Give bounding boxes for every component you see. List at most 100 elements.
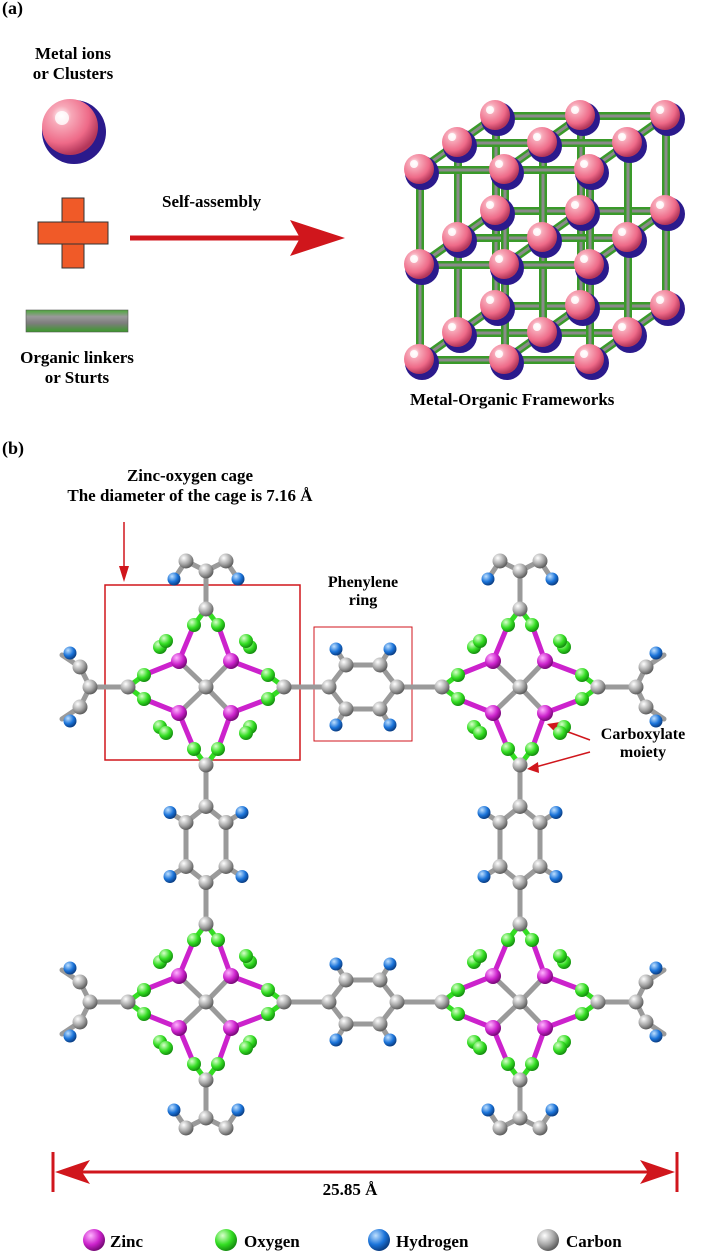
- carbon-atom: [590, 679, 606, 695]
- carbon-atom: [532, 815, 548, 830]
- oxygen-atom: [137, 692, 151, 706]
- legend-oxygen-sphere: [215, 1229, 237, 1251]
- oxygen-atom: [187, 933, 201, 947]
- oxygen-atom: [501, 933, 515, 947]
- hydrogen-atom: [649, 961, 663, 975]
- bond-layer: [59, 558, 667, 1131]
- phenylene-label-line1: Phenylene: [327, 574, 399, 591]
- carbon-atom: [512, 757, 528, 773]
- phenylene-box: [313, 626, 413, 742]
- hydrogen-atom: [383, 642, 397, 656]
- hydrogen-atom: [235, 870, 249, 883]
- zinc-atom: [485, 653, 501, 669]
- hydrogen-atom: [235, 806, 249, 819]
- oxygen-atom: [473, 949, 487, 963]
- carbon-atom: [532, 553, 548, 569]
- carbon-atom: [198, 875, 214, 890]
- carbon-atom: [198, 563, 214, 579]
- carbon-atom: [198, 994, 214, 1010]
- framework-metal-node: [574, 154, 609, 190]
- carbon-atom: [389, 994, 405, 1010]
- organic-linkers-label-line2: or Sturts: [44, 368, 110, 387]
- hydrogen-atom: [329, 1033, 343, 1047]
- oxygen-atom: [261, 692, 275, 706]
- carboxylate-label-line1: Carboxylate: [600, 726, 686, 743]
- legend-hydrogen-label: Hydrogen: [396, 1232, 469, 1251]
- organic-linkers-label-line1: Organic linkers: [20, 348, 134, 367]
- hydrogen-atom: [231, 1103, 245, 1117]
- framework-metal-node: [574, 344, 609, 380]
- atom-layer: [63, 553, 663, 1136]
- hydrogen-atom: [167, 1103, 181, 1117]
- carbon-atom: [512, 601, 528, 617]
- carboxylate-label: Carboxylate moiety: [582, 726, 703, 762]
- carbon-atom: [434, 679, 450, 695]
- zinc-atom: [537, 705, 553, 721]
- framework-metal-node: [612, 317, 647, 353]
- oxygen-atom: [187, 618, 201, 632]
- phenylene-label-line2: ring: [348, 592, 378, 609]
- oxygen-atom: [159, 634, 173, 648]
- mof-5-structure: [59, 553, 667, 1136]
- framework-metal-node: [650, 195, 685, 231]
- carbon-atom: [638, 1014, 654, 1030]
- oxygen-atom: [211, 742, 225, 756]
- oxygen-atom: [211, 618, 225, 632]
- carbon-atom: [276, 679, 292, 695]
- zinc-atom: [485, 705, 501, 721]
- framework-metal-node: [565, 100, 600, 136]
- linker-rod-icon: [25, 309, 129, 333]
- oxygen-atom: [553, 1041, 567, 1055]
- carbon-atom: [338, 972, 354, 988]
- hydrogen-atom: [481, 572, 495, 586]
- zinc-atom: [223, 653, 239, 669]
- carbon-atom: [198, 799, 214, 814]
- hydrogen-atom: [549, 870, 563, 883]
- dimension-arrow: [51, 1152, 679, 1192]
- carbon-atom: [532, 859, 548, 874]
- hydrogen-atom: [329, 642, 343, 656]
- carbon-atom: [338, 657, 354, 673]
- oxygen-atom: [137, 1007, 151, 1021]
- cage-annotation: [104, 522, 301, 761]
- plus-icon: [37, 197, 109, 269]
- framework-metal-node: [565, 290, 600, 326]
- self-assembly-arrow: [130, 220, 345, 256]
- carbon-atom: [321, 679, 337, 695]
- cage-diameter: The diameter of the cage is 7.16 Å: [67, 486, 313, 505]
- cage-label: Zinc-oxygen cage The diameter of the cag…: [0, 466, 380, 506]
- zinc-atom: [537, 1020, 553, 1036]
- hydrogen-atom: [63, 1029, 77, 1043]
- carbon-atom: [492, 815, 508, 830]
- carbon-atom: [198, 916, 214, 932]
- framework-metal-node: [527, 222, 562, 258]
- oxygen-atom: [211, 1057, 225, 1071]
- carbon-atom: [372, 972, 388, 988]
- oxygen-atom: [473, 726, 487, 740]
- zinc-atom: [223, 1020, 239, 1036]
- carbon-atom: [638, 699, 654, 715]
- carbon-atom: [338, 1016, 354, 1032]
- carboxylate-label-line2: moiety: [619, 744, 667, 761]
- carbon-atom: [628, 994, 644, 1010]
- framework-metal-node: [442, 127, 477, 163]
- carbon-atom: [120, 994, 136, 1010]
- carbon-atom: [512, 1110, 528, 1126]
- carbon-atom: [72, 1014, 88, 1030]
- oxygen-atom: [553, 634, 567, 648]
- hydrogen-atom: [383, 957, 397, 971]
- oxygen-atom: [137, 983, 151, 997]
- carbon-atom: [178, 553, 194, 569]
- zinc-atom: [171, 968, 187, 984]
- oxygen-atom: [525, 742, 539, 756]
- carbon-atom: [512, 994, 528, 1010]
- oxygen-atom: [451, 983, 465, 997]
- framework-metal-node: [612, 222, 647, 258]
- zinc-atom: [537, 653, 553, 669]
- carbon-atom: [512, 875, 528, 890]
- metal-ions-label-line2: or Clusters: [32, 64, 114, 83]
- oxygen-atom: [451, 1007, 465, 1021]
- hydrogen-atom: [63, 646, 77, 660]
- framework-metal-node: [480, 195, 515, 231]
- carbon-atom: [218, 553, 234, 569]
